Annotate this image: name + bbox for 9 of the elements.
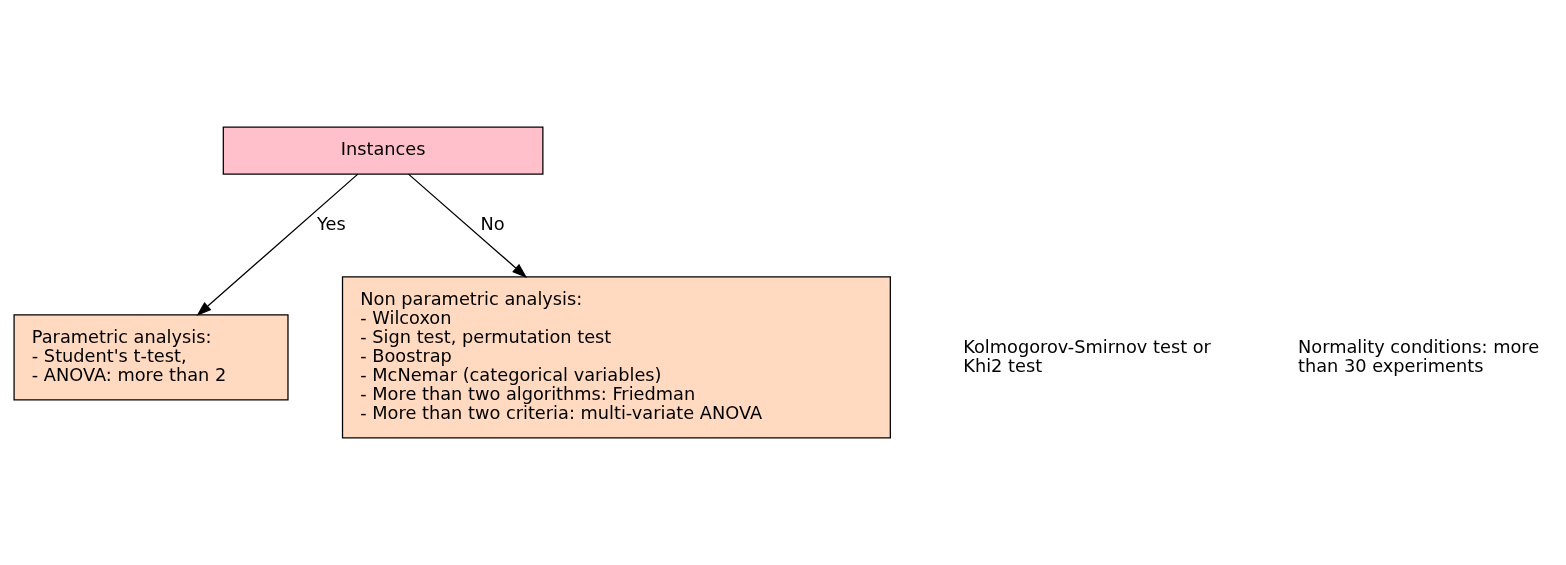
node-box: Instances bbox=[222, 126, 543, 175]
label: Normality conditions: more than 30 experiments bbox=[1297, 336, 1539, 376]
edge-label: Yes bbox=[316, 214, 346, 235]
node-box: Non parametric analysis: - Wilcoxon - Sign test, permutation test - Boostrap - McNemar (categorical variables) - More than two algorithms: Friedman - More than two criteria: multi-variate ANOVA bbox=[341, 276, 891, 439]
label: Kolmogorov-Smirnov test or Khi2 test bbox=[962, 336, 1211, 376]
arrow bbox=[195, 173, 358, 317]
arrow bbox=[407, 173, 527, 278]
edge-label: No bbox=[479, 214, 505, 235]
node-box: Parametric analysis: - Student's t-test, - ANOVA: more than 2 bbox=[12, 314, 289, 401]
